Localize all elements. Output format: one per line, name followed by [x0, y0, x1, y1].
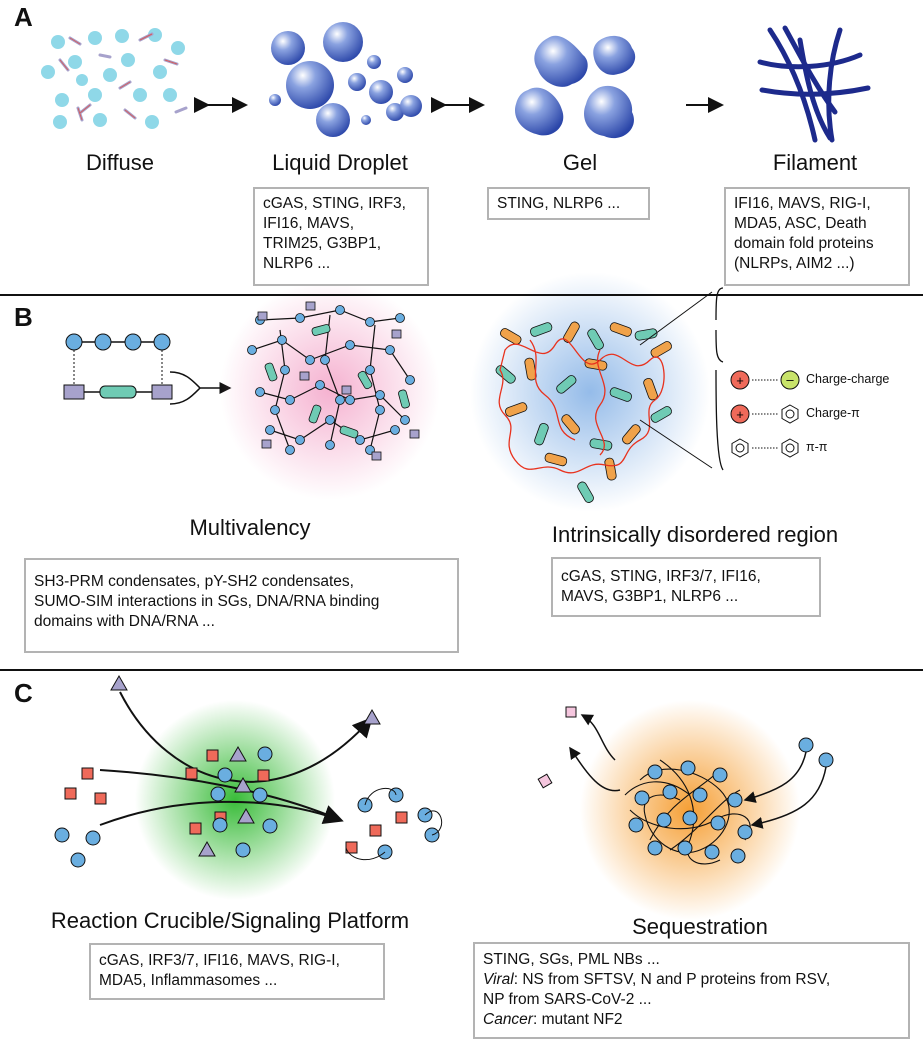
cancer-text: : mutant NF2: [532, 1011, 623, 1028]
multivalency-diagram: [63, 333, 232, 405]
droplet-graphic: [269, 22, 422, 137]
filament-graphic: [757, 25, 871, 143]
idr-line: cGAS, STING, IRF3/7, IFI16,: [561, 568, 761, 585]
gel-line: STING, NLRP6 ...: [497, 195, 621, 212]
sequestration-box: STING, SGs, PML NBs ... Viral: NS from S…: [473, 942, 910, 1039]
filament-label: Filament: [772, 150, 858, 175]
liquid-droplet-box: cGAS, STING, IRF3, IFI16, MAVS, TRIM25, …: [253, 187, 429, 286]
gel-label: Gel: [562, 150, 598, 175]
sequestration-line-2: Viral: NS from SFTSV, N and P proteins f…: [483, 970, 900, 990]
idr-condensate: [470, 272, 724, 512]
panel-a-letter: A: [14, 2, 33, 32]
sequestration-label: Sequestration: [632, 914, 768, 939]
multivalency-line: SUMO-SIM interactions in SGs, DNA/RNA bi…: [34, 593, 380, 610]
svg-text:+: +: [736, 407, 744, 422]
viral-text: : NS from SFTSV, N and P proteins from R…: [513, 971, 831, 988]
panel-b-letter: B: [14, 302, 33, 332]
droplet-line: IFI16, MAVS,: [263, 215, 355, 232]
crucible-line: cGAS, IRF3/7, IFI16, MAVS, RIG-I,: [99, 952, 340, 969]
gel-graphic: [514, 35, 636, 139]
sequestration-line-4: Cancer: mutant NF2: [483, 1010, 900, 1030]
sequestration-line-1: STING, SGs, PML NBs ...: [483, 951, 660, 968]
multivalency-condensate: [220, 280, 440, 500]
cancer-label: Cancer: [483, 1011, 533, 1028]
filament-line: MDA5, ASC, Death: [734, 215, 867, 232]
viral-label: Viral: [483, 971, 514, 988]
idr-line: MAVS, G3BP1, NLRP6 ...: [561, 588, 739, 605]
sequestration-line-3: NP from SARS-CoV-2 ...: [483, 991, 652, 1008]
panel-c-letter: C: [14, 678, 33, 708]
pi-pi-label: π-π: [806, 440, 828, 454]
droplet-line: cGAS, STING, IRF3,: [263, 195, 406, 212]
filament-line: domain fold proteins: [734, 235, 874, 252]
svg-text:+: +: [736, 373, 744, 388]
gel-box: STING, NLRP6 ...: [487, 187, 650, 220]
multivalency-box: SH3-PRM condensates, pY-SH2 condensates,…: [24, 558, 459, 653]
crucible-box: cGAS, IRF3/7, IFI16, MAVS, RIG-I, MDA5, …: [89, 943, 385, 1000]
crucible-line: MDA5, Inflammasomes ...: [99, 972, 278, 989]
multivalency-label: Multivalency: [189, 515, 311, 540]
sequestration-diagram: [537, 700, 834, 920]
filament-line: IFI16, MAVS, RIG-I,: [734, 195, 871, 212]
crucible-diagram: [54, 674, 443, 900]
svg-text:–: –: [786, 372, 794, 387]
charge-charge-label: Charge-charge: [806, 372, 890, 386]
droplet-line: TRIM25, G3BP1,: [263, 235, 382, 252]
filament-line: (NLRPs, AIM2 ...): [734, 255, 855, 272]
divider-bc: [0, 669, 923, 671]
filament-box: IFI16, MAVS, RIG-I, MDA5, ASC, Death dom…: [724, 187, 910, 286]
charge-pi-label: Charge-π: [806, 406, 860, 420]
diffuse-label: Diffuse: [85, 150, 155, 175]
crucible-label: Reaction Crucible/Signaling Platform: [50, 908, 410, 933]
multivalency-line: SH3-PRM condensates, pY-SH2 condensates,: [34, 573, 354, 590]
multivalency-line: domains with DNA/RNA ...: [34, 613, 215, 630]
idr-box: cGAS, STING, IRF3/7, IFI16, MAVS, G3BP1,…: [551, 557, 821, 617]
interaction-legend: + – +: [730, 370, 800, 458]
liquid-droplet-label: Liquid Droplet: [272, 150, 408, 175]
diffuse-graphic: [41, 28, 188, 129]
droplet-line: NLRP6 ...: [263, 255, 331, 272]
divider-ab: [0, 294, 923, 296]
idr-label: Intrinsically disordered region: [551, 522, 839, 547]
